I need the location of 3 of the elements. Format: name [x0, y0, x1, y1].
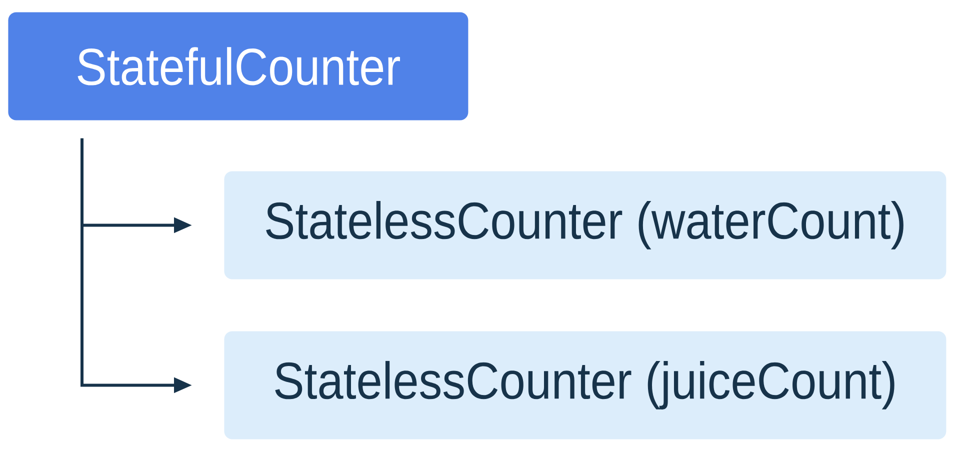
process-box: StatelessCounter (waterCount) — [224, 171, 946, 280]
process-box: StatefulCounter — [8, 12, 468, 120]
process-box: StatelessCounter (juiceCount) — [224, 331, 946, 440]
